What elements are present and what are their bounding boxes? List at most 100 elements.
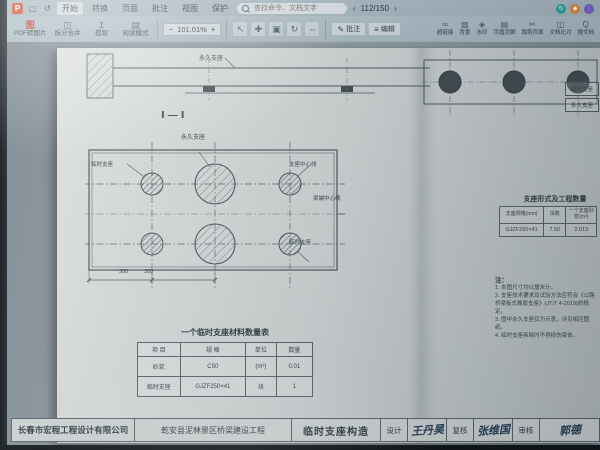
- table-header-row: 支座规格(mm) 块数 一个支座砂浆(m³): [498, 206, 597, 224]
- bearing-table: 支座规格(mm) 块数 一个支座砂浆(m³) GJZF250×41 7.50 2…: [498, 206, 597, 237]
- read-mode-icon: ▤: [131, 19, 140, 30]
- select-tool-icon[interactable]: ↖: [232, 21, 249, 37]
- more-menu-icon[interactable]: ⋮: [584, 3, 594, 14]
- tab-protect[interactable]: 保护: [212, 4, 228, 13]
- signature-text: 郭德: [558, 423, 581, 438]
- dimension-value: 300: [144, 269, 154, 275]
- snapshot-icon[interactable]: ▣: [268, 21, 285, 37]
- pdf-to-image-icon: 图: [25, 19, 35, 30]
- save-icon[interactable]: ▢: [28, 4, 37, 13]
- cell: 7.50: [543, 223, 567, 237]
- hand-tool-icon[interactable]: ✚: [250, 21, 267, 37]
- cell: 临时支座: [137, 376, 181, 397]
- col-spec: 支座规格(mm): [498, 206, 545, 224]
- cell: 0.01: [275, 356, 314, 377]
- cell: C50: [179, 356, 247, 377]
- drawing-title: 临时支座构造: [292, 419, 381, 441]
- review-signature: 郭德: [540, 419, 599, 441]
- compare-docs-button[interactable]: ◫ 文档比对: [547, 20, 573, 37]
- monitor-bezel-left: [0, 0, 7, 450]
- extract-label: 提取: [95, 30, 108, 38]
- legend-permanent-bearing: 永久支座: [565, 98, 599, 112]
- fit-width-icon[interactable]: ⇔: [304, 21, 321, 37]
- extract-button[interactable]: ↥ 提取: [86, 20, 118, 38]
- header-footer-label: 页眉页脚: [493, 30, 516, 37]
- background-button[interactable]: ▨ 背景: [457, 20, 472, 37]
- annotate-icon: ✎: [337, 24, 345, 34]
- dimension-row: 300 300: [119, 269, 153, 275]
- pdf-app-window: P ▢ ↺ 开始 转换 页面 批注 视图 保护 ‹ 112/150 ›: [7, 0, 600, 445]
- material-table: 项 目 规 格 单位 数量 砂浆 C50 (m³) 0.01 临时支座 GJZF…: [137, 342, 314, 397]
- cell: 1: [275, 376, 314, 397]
- prev-page-icon[interactable]: ‹: [353, 4, 356, 13]
- search-icon: [242, 5, 249, 12]
- extract-icon: ↥: [97, 19, 106, 30]
- pdf-to-image-button[interactable]: 图 PDF转图片: [11, 20, 50, 38]
- tab-convert[interactable]: 转换: [92, 4, 108, 13]
- col-spec: 规 格: [179, 342, 247, 357]
- col-count: 块数: [543, 206, 567, 224]
- background-label: 背景: [459, 30, 471, 37]
- table-row: GJZF250×41 7.50 2.013: [498, 223, 597, 237]
- document-viewport: 永久支座 Ⅰ—Ⅰ: [7, 42, 600, 445]
- edit-label: 编辑: [380, 26, 395, 33]
- note-line: 2. 支座技术要求及试验方法应符合《公路桥梁板式橡胶支座》(JT/T 4-201…: [495, 292, 595, 315]
- elevation-bearing-label: 永久支座: [199, 56, 224, 62]
- col-qty: 数量: [275, 342, 314, 357]
- split-merge-button[interactable]: ◫ 拆分合并: [52, 20, 84, 38]
- note-line: 4. 临时支座拆除时不得损伤梁体。: [495, 332, 579, 339]
- check-signature: 张维国: [474, 419, 513, 441]
- zoom-in-icon[interactable]: +: [210, 24, 216, 34]
- edit-mode-button[interactable]: ≡ 编辑: [368, 22, 401, 36]
- note-line: 1. 本图尺寸均以厘米计。: [495, 285, 557, 291]
- tab-view[interactable]: 视图: [182, 4, 198, 13]
- divider: [226, 19, 228, 39]
- next-page-icon[interactable]: ›: [394, 4, 397, 13]
- pdf-page[interactable]: 永久支座 Ⅰ—Ⅰ: [57, 48, 600, 443]
- app-logo-icon[interactable]: P: [12, 3, 23, 14]
- zoom-out-icon[interactable]: −: [168, 24, 174, 34]
- page-number-indicator[interactable]: 112/150: [360, 4, 389, 13]
- hyperlink-button[interactable]: ∞ 超链接: [435, 20, 456, 37]
- search-input[interactable]: [252, 4, 342, 13]
- search-doc-button[interactable]: Q 搜文档: [575, 20, 596, 37]
- watermark-button[interactable]: ◈ 水印: [474, 20, 489, 37]
- table-row: 砂浆 C50 (m³) 0.01: [137, 356, 314, 377]
- split-merge-icon: ◫: [63, 19, 72, 30]
- company-name: 长春市宏程工程设计有限公司: [12, 419, 135, 441]
- col-unit: 单位: [245, 342, 277, 357]
- divider: [325, 19, 327, 39]
- tab-page[interactable]: 页面: [122, 4, 138, 13]
- annotate-mode-button[interactable]: ✎ 批注: [331, 22, 367, 36]
- crop-page-button[interactable]: ✂ 裁剪页面: [519, 20, 545, 37]
- review-role-label: 审核: [513, 419, 540, 441]
- hyperlink-icon: ∞: [442, 20, 448, 30]
- cell: (m³): [245, 356, 277, 377]
- rotate-page-icon[interactable]: ↻: [286, 21, 303, 37]
- crop-label: 裁剪页面: [521, 30, 544, 37]
- divider: [156, 19, 158, 39]
- table-header-row: 项 目 规 格 单位 数量: [137, 342, 314, 357]
- material-table-title: 一个临时支座材料数量表: [181, 328, 269, 337]
- command-search[interactable]: [237, 3, 347, 14]
- vip-icon[interactable]: ◆: [570, 3, 580, 14]
- read-mode-button[interactable]: ▤ 阅读模式: [120, 20, 152, 38]
- read-mode-label: 阅读模式: [122, 30, 149, 38]
- sync-icon[interactable]: ↻: [556, 3, 566, 14]
- search-doc-label: 搜文档: [577, 30, 594, 37]
- tab-home[interactable]: 开始: [57, 2, 83, 15]
- header-footer-button[interactable]: ▤ 页眉页脚: [491, 20, 517, 37]
- plan-temp-bearing-label-tl: 临时支座: [91, 162, 114, 168]
- page-navigator: ‹ 112/150 ›: [351, 4, 399, 13]
- undo-icon[interactable]: ↺: [44, 4, 51, 13]
- notes-block: 注： 1. 本图尺寸均以厘米计。 2. 支座技术要求及试验方法应符合《公路桥梁板…: [495, 274, 597, 341]
- zoom-level[interactable]: 101.01%: [177, 24, 207, 34]
- project-name: 乾安县泥林景区桥梁建设工程: [135, 419, 292, 441]
- edit-icon: ≡: [374, 24, 379, 34]
- design-role-label: 设计: [381, 419, 408, 441]
- monitor-bezel-bottom: [0, 445, 600, 450]
- tab-annotate[interactable]: 批注: [152, 4, 168, 13]
- compare-icon: ◫: [556, 20, 565, 30]
- plan-drawing: [85, 142, 345, 288]
